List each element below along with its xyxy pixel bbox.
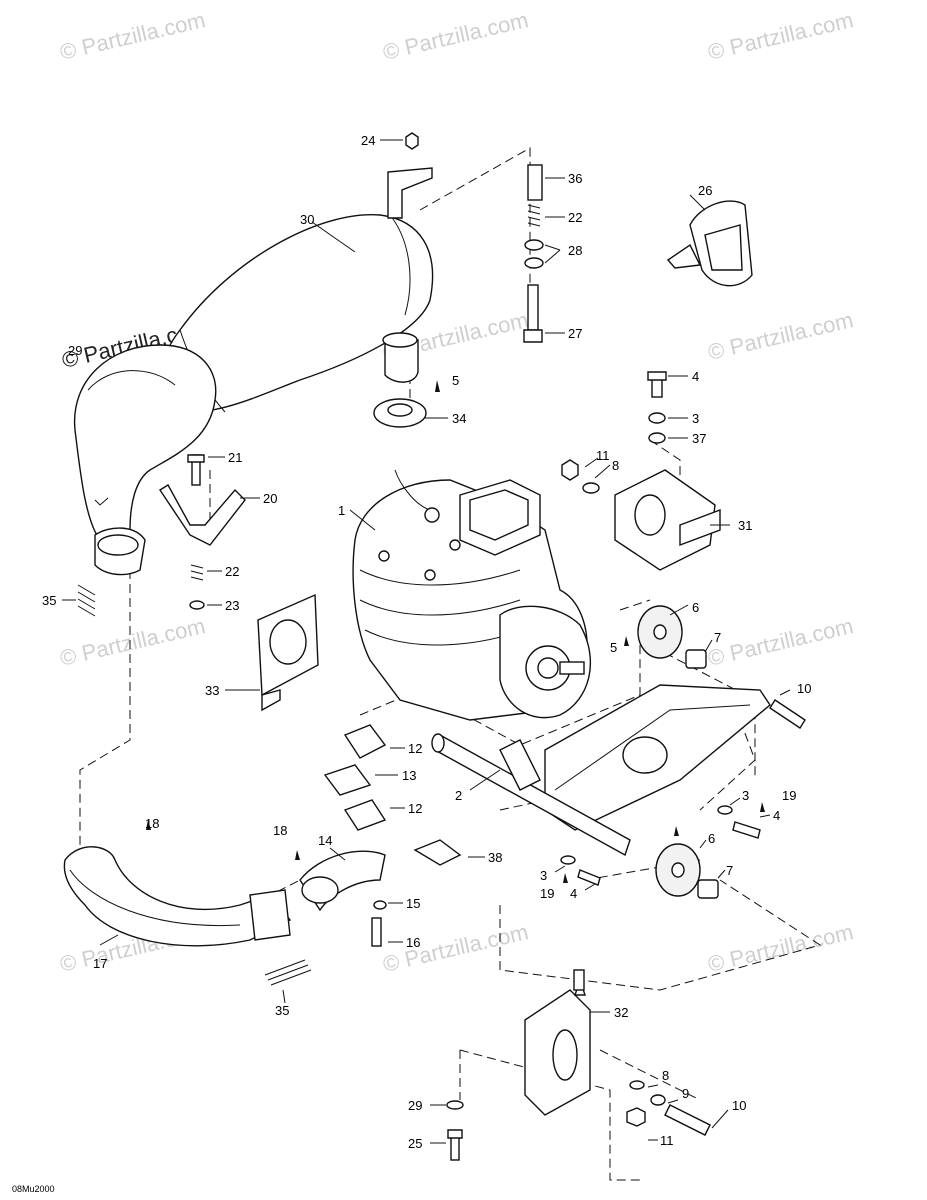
callout-14: 14 bbox=[318, 833, 332, 848]
callout-8: 8 bbox=[662, 1068, 669, 1083]
callout-12: 12 bbox=[408, 741, 422, 756]
callout-34: 34 bbox=[452, 411, 466, 426]
callout-23: 23 bbox=[225, 598, 239, 613]
callout-27: 27 bbox=[568, 326, 582, 341]
springs bbox=[77, 204, 541, 986]
front-exhaust-pipe bbox=[63, 846, 292, 947]
callout-20: 20 bbox=[263, 491, 277, 506]
watermark: © Partzilla.com bbox=[706, 307, 856, 365]
callout-28: 28 bbox=[568, 243, 582, 258]
callout-11: 11 bbox=[660, 1133, 674, 1148]
muffler bbox=[158, 167, 434, 413]
callout-15: 15 bbox=[406, 896, 420, 911]
callout-5: 5 bbox=[452, 373, 459, 388]
callout-7: 7 bbox=[714, 630, 721, 645]
hardware bbox=[146, 132, 806, 1161]
callout-13: 13 bbox=[402, 768, 416, 783]
manifold-gaskets bbox=[299, 724, 387, 912]
callout-3: 3 bbox=[692, 411, 699, 426]
callout-31: 31 bbox=[738, 518, 752, 533]
callout-21: 21 bbox=[228, 450, 242, 465]
watermark: © Partzilla.com bbox=[706, 7, 856, 65]
callout-35: 35 bbox=[42, 593, 56, 608]
watermark: © Partzilla.com bbox=[381, 919, 531, 977]
mount-bracket-bottom bbox=[524, 969, 591, 1116]
callout-1: 1 bbox=[338, 503, 345, 518]
callout-4: 4 bbox=[570, 886, 577, 901]
callout-17: 17 bbox=[93, 956, 107, 971]
callout-5: 5 bbox=[610, 640, 617, 655]
callout-35: 35 bbox=[275, 1003, 289, 1018]
diagram-code: 08Mu2000 bbox=[12, 1184, 55, 1194]
engine bbox=[352, 469, 592, 721]
grip-handle bbox=[666, 200, 753, 287]
heat-shield-plate bbox=[257, 593, 319, 712]
muffler-bracket bbox=[159, 484, 246, 546]
callout-32: 32 bbox=[614, 1005, 628, 1020]
callout-9: 9 bbox=[682, 1086, 689, 1101]
callout-10: 10 bbox=[732, 1098, 746, 1113]
callout-19: 19 bbox=[782, 788, 796, 803]
callout-19: 19 bbox=[540, 886, 554, 901]
callout-4: 4 bbox=[773, 808, 780, 823]
mount-bracket-top bbox=[614, 469, 721, 571]
callout-26: 26 bbox=[698, 183, 712, 198]
callout-4: 4 bbox=[692, 369, 699, 384]
callout-36: 36 bbox=[568, 171, 582, 186]
callout-22: 22 bbox=[568, 210, 582, 225]
callout-labels: 24 36 22 28 27 30 26 5 34 29 21 20 22 23… bbox=[12, 133, 811, 1194]
callout-16: 16 bbox=[406, 935, 420, 950]
rubber-mounts bbox=[637, 605, 719, 899]
callout-22: 22 bbox=[225, 564, 239, 579]
callout-6: 6 bbox=[692, 600, 699, 615]
watermark: © Partzilla.com bbox=[381, 7, 531, 65]
bracket-38 bbox=[413, 839, 462, 866]
callout-2: 2 bbox=[455, 788, 462, 803]
callout-30: 30 bbox=[300, 212, 314, 227]
watermark: © Partzilla.com bbox=[58, 7, 208, 65]
callout-25: 25 bbox=[408, 1136, 422, 1151]
callout-24: 24 bbox=[361, 133, 375, 148]
callout-10: 10 bbox=[797, 681, 811, 696]
callout-12: 12 bbox=[408, 801, 422, 816]
exhaust-elbow bbox=[73, 344, 217, 576]
callout-37: 37 bbox=[692, 431, 706, 446]
callout-18: 18 bbox=[145, 816, 159, 831]
callout-8: 8 bbox=[612, 458, 619, 473]
watermark: © Partzilla.com bbox=[58, 613, 208, 671]
callout-7: 7 bbox=[726, 863, 733, 878]
callout-3: 3 bbox=[540, 868, 547, 883]
callout-11: 11 bbox=[596, 448, 610, 463]
callout-33: 33 bbox=[205, 683, 219, 698]
callout-29: 29 bbox=[68, 343, 82, 358]
leader-lines bbox=[62, 139, 791, 1144]
watermark: © Partzilla.com bbox=[706, 919, 856, 977]
callout-6: 6 bbox=[708, 831, 715, 846]
callout-3: 3 bbox=[742, 788, 749, 803]
callout-38: 38 bbox=[488, 850, 502, 865]
cradle-plate bbox=[544, 684, 771, 831]
callout-18: 18 bbox=[273, 823, 287, 838]
watermark: © Partzilla.com bbox=[706, 613, 856, 671]
cross-shaft bbox=[431, 733, 631, 857]
callout-29: 29 bbox=[408, 1098, 422, 1113]
